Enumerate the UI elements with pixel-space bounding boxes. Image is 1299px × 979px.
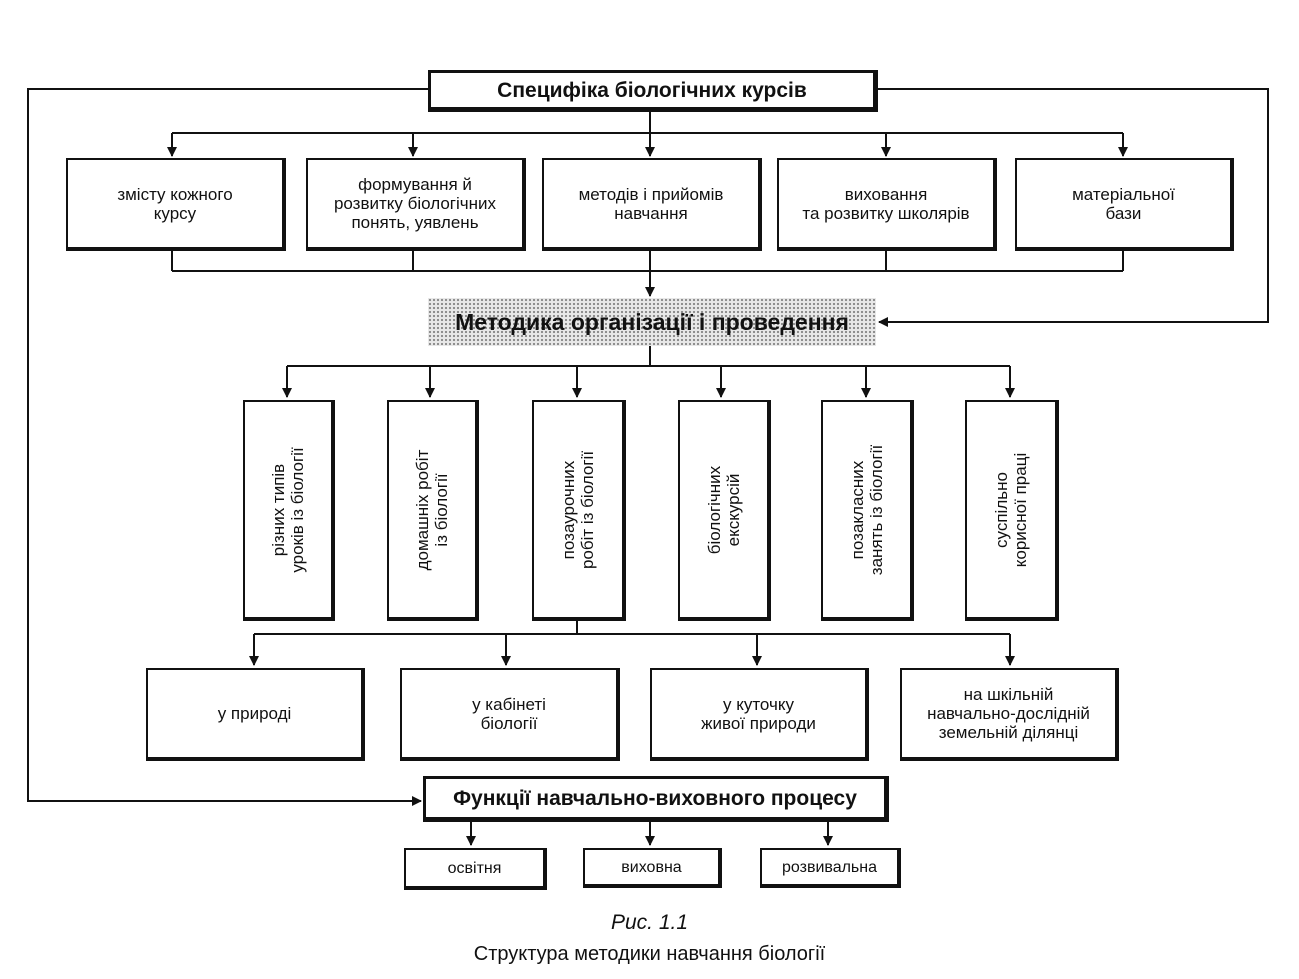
node-cabinet: у кабінеті біології — [400, 668, 620, 761]
figure-number: Рис. 1.1 — [610, 911, 689, 934]
node-nature-label: у природі — [217, 704, 292, 723]
node-living-corner: у куточку живої природи — [650, 668, 869, 761]
node-cabinet-label: у кабінеті біології — [472, 694, 546, 733]
node-extracurricular-work-label: позаурочних робіт із біології — [559, 450, 597, 569]
node-developmental: розвивальна — [760, 848, 901, 888]
node-lessons: різних типів уроків із біології — [243, 400, 335, 621]
node-educational-label: освітня — [447, 859, 502, 877]
node-methods: методів і прийомів навчання — [542, 158, 762, 251]
node-excursions-label: біологічних екскурсій — [704, 465, 743, 554]
node-content-label: змісту кожного курсу — [117, 184, 233, 223]
node-homework: домашніх робіт із біології — [387, 400, 479, 621]
node-methodology-label: Методика організації і проведення — [455, 308, 849, 335]
node-school-plot-label: на шкільній навчально-дослідній земельні… — [927, 685, 1090, 742]
node-homework-label: домашніх робіт із біології — [413, 449, 451, 570]
node-material-label: матеріальної бази — [1072, 184, 1175, 223]
node-specifics: Специфіка біологічних курсів — [428, 70, 878, 112]
node-specifics-label: Специфіка біологічних курсів — [497, 78, 807, 102]
node-upbringing-fn-label: виховна — [621, 858, 682, 876]
node-nature: у природі — [146, 668, 365, 761]
node-methods-label: методів і прийомів навчання — [578, 184, 724, 223]
connector-right-loop — [878, 88, 1269, 327]
node-useful-labor: суспільно корисної праці — [965, 400, 1059, 621]
node-school-plot: на шкільній навчально-дослідній земельні… — [900, 668, 1119, 761]
node-content: змісту кожного курсу — [66, 158, 286, 251]
connector-left-loop — [27, 88, 428, 806]
node-living-corner-label: у куточку живої природи — [701, 694, 816, 733]
node-excursions: біологічних екскурсій — [678, 400, 771, 621]
node-educational: освітня — [404, 848, 547, 890]
node-concepts: формування й розвитку біологічних понять… — [306, 158, 526, 251]
figure-caption: Структура методики навчання біології — [473, 943, 826, 965]
node-upbringing: виховання та розвитку школярів — [777, 158, 997, 251]
node-extracurricular-work: позаурочних робіт із біології — [532, 400, 626, 621]
node-upbringing-label: виховання та розвитку школярів — [802, 184, 970, 223]
node-upbringing-fn: виховна — [583, 848, 722, 888]
node-developmental-label: розвивальна — [781, 858, 877, 876]
node-material: матеріальної бази — [1015, 158, 1234, 251]
node-functions-label: Функції навчально-виховного процесу — [453, 786, 857, 810]
node-useful-labor-label: суспільно корисної праці — [992, 452, 1030, 567]
node-concepts-label: формування й розвитку біологічних понять… — [333, 175, 497, 232]
node-functions: Функції навчально-виховного процесу — [423, 776, 889, 822]
node-methodology: Методика організації і проведення — [428, 298, 876, 346]
node-lessons-label: різних типів уроків із біології — [269, 446, 307, 573]
node-extracurricular-classes: позакласних занять із біології — [821, 400, 914, 621]
node-extracurricular-classes-label: позакласних занять із біології — [847, 444, 886, 575]
